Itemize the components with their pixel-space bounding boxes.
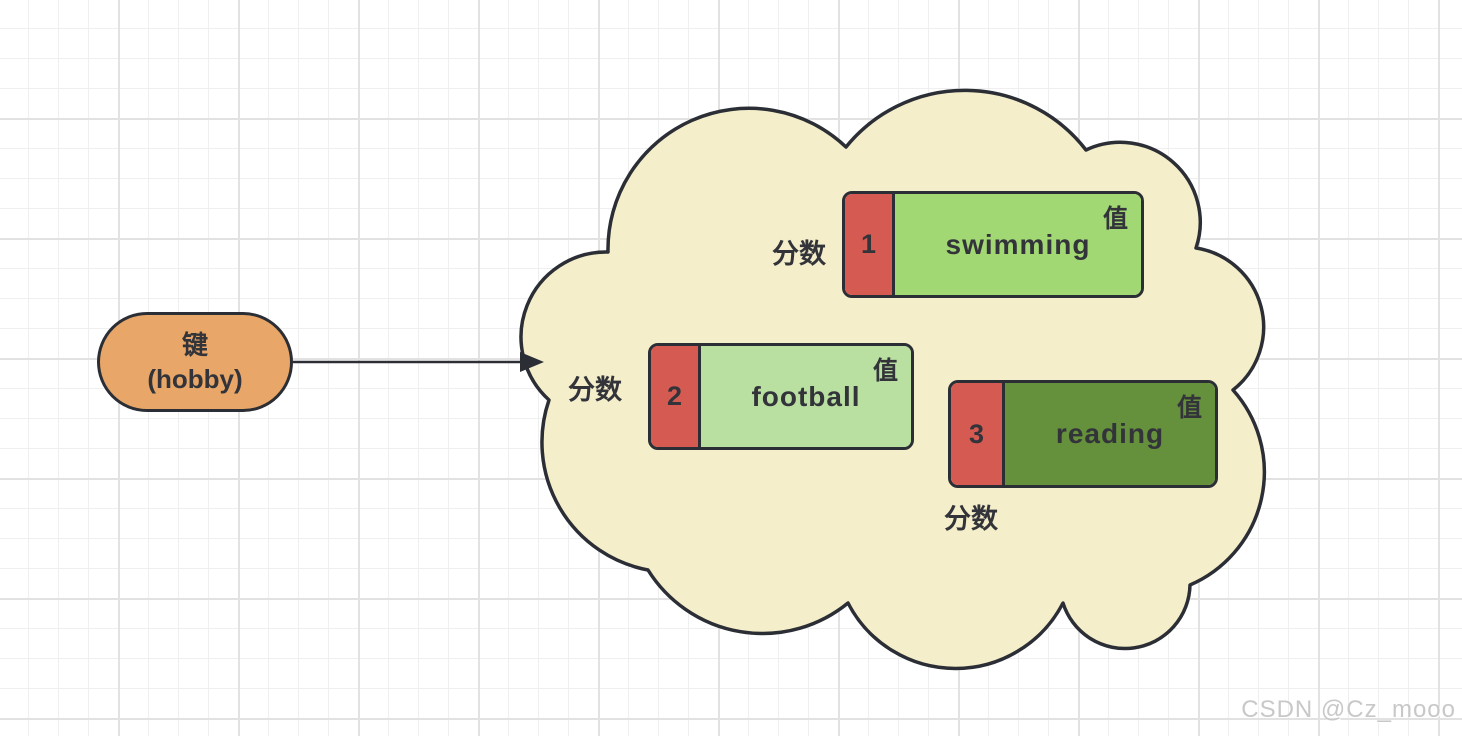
score-cell-swimming: 1 xyxy=(845,194,895,295)
value-cell-swimming: swimming 值 xyxy=(895,194,1141,295)
score-cell-reading: 3 xyxy=(951,383,1005,485)
value-cell-reading: reading 值 xyxy=(1005,383,1215,485)
score-label-football: 分数 xyxy=(568,375,622,405)
member-row-swimming: 1 swimming 值 xyxy=(842,191,1144,298)
key-to-cloud-arrowhead-icon xyxy=(520,352,544,372)
value-text-football: football xyxy=(751,380,861,412)
key-node: 键 (hobby) xyxy=(97,312,293,412)
member-row-football: 2 football 值 xyxy=(648,343,914,450)
value-label-football: 值 xyxy=(872,357,898,385)
value-text-swimming: swimming xyxy=(945,228,1091,260)
score-label-reading: 分数 xyxy=(944,504,998,534)
value-text-reading: reading xyxy=(1055,418,1165,449)
score-label-swimming: 分数 xyxy=(772,239,826,269)
score-cell-football: 2 xyxy=(651,346,701,447)
member-row-reading: 3 reading 值 xyxy=(948,380,1218,488)
value-label-reading: 值 xyxy=(1176,394,1202,422)
key-node-label-line2: (hobby) xyxy=(147,364,243,394)
value-cell-football: football 值 xyxy=(701,346,911,447)
watermark: CSDN @Cz_mooo xyxy=(1241,696,1456,723)
key-node-label-line1: 键 xyxy=(181,330,208,360)
value-label-swimming: 值 xyxy=(1102,205,1128,233)
